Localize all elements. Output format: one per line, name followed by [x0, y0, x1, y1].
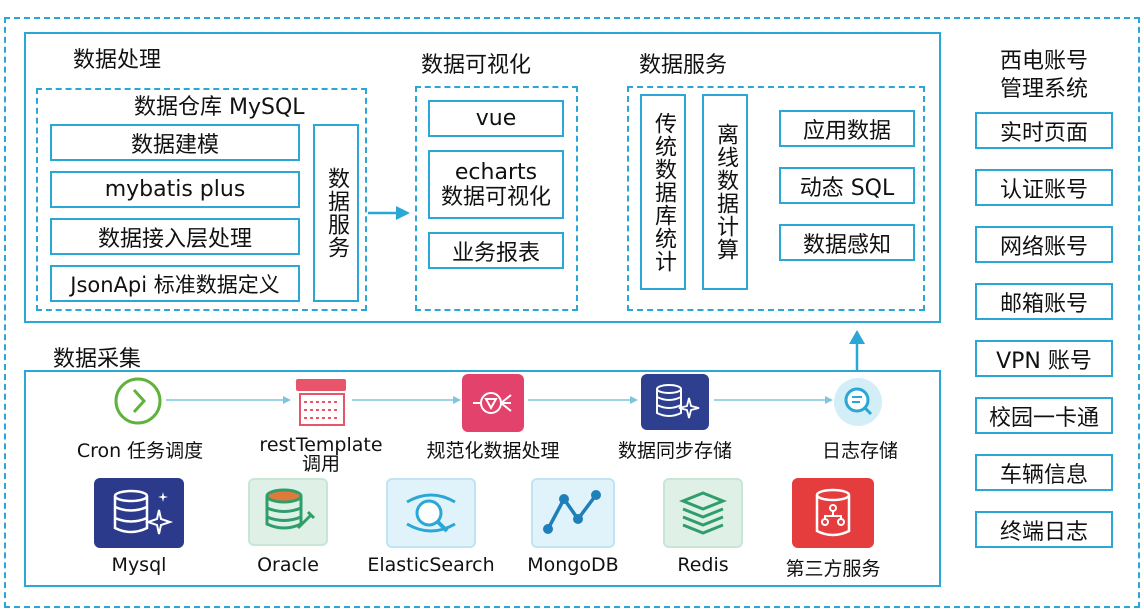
- redis-icon: [663, 478, 743, 548]
- sidebar-item-terminal-log: 终端日志: [975, 511, 1113, 548]
- sidebar-item-network: 网络账号: [975, 226, 1113, 263]
- flow-label-log: 日志存储: [821, 440, 898, 462]
- services-title: 数据服务: [639, 53, 728, 78]
- source-label-mongodb: MongoDB: [527, 554, 619, 576]
- warehouse-item-mybatis: mybatis plus: [50, 171, 300, 208]
- processing-title: 数据处理: [73, 48, 162, 73]
- database-sync-icon: [641, 374, 709, 430]
- services-item-dynamic-sql: 动态 SQL: [779, 167, 915, 204]
- data-service-vertical-label: 数据服务: [324, 167, 349, 259]
- log-search-icon: [831, 376, 885, 428]
- traditional-db-stats-label: 传统数据库统计: [651, 111, 676, 273]
- arrow-right-icon: [368, 206, 410, 220]
- warehouse-item-jsonapi: JsonApi 标准数据定义: [50, 265, 300, 302]
- flow-label-cron: Cron 任务调度: [76, 440, 204, 462]
- normalize-data-icon: [462, 374, 524, 432]
- source-label-third-party: 第三方服务: [785, 558, 881, 580]
- data-service-vertical-box: 数据服务: [313, 124, 359, 302]
- arrow-up-icon: [849, 330, 865, 370]
- services-group: [627, 86, 925, 311]
- mysql-database-icon: [94, 478, 184, 548]
- outer-frame: [4, 17, 1140, 608]
- source-label-oracle: Oracle: [257, 554, 319, 576]
- collection-title: 数据采集: [53, 347, 142, 372]
- source-label-redis: Redis: [677, 554, 729, 576]
- flow-label-sync: 数据同步存储: [617, 440, 732, 462]
- sidebar-item-mail: 邮箱账号: [975, 283, 1113, 320]
- source-label-mysql: Mysql: [111, 554, 167, 576]
- mongodb-icon: [531, 478, 615, 548]
- services-item-app-data: 应用数据: [779, 110, 915, 147]
- services-item-data-sense: 数据感知: [779, 224, 915, 261]
- warehouse-item-access-layer: 数据接入层处理: [50, 218, 300, 255]
- visualization-item-vue: vue: [428, 100, 564, 137]
- sidebar-title: 西电账号 管理系统: [999, 49, 1088, 102]
- visualization-item-echarts: echarts 数据可视化: [428, 150, 564, 219]
- offline-compute-label: 离线数据计算: [713, 123, 738, 261]
- visualization-title: 数据可视化: [421, 53, 532, 78]
- flow-label-normalize: 规范化数据处理: [426, 440, 560, 462]
- sidebar-item-realtime: 实时页面: [975, 112, 1113, 149]
- flow-label-rest: restTemplate 调用: [259, 434, 383, 475]
- oracle-database-icon: [248, 478, 328, 546]
- warehouse-item-modeling: 数据建模: [50, 124, 300, 161]
- traditional-db-stats-box: 传统数据库统计: [640, 94, 686, 290]
- third-party-service-icon: [792, 478, 874, 548]
- rest-call-icon: [292, 375, 350, 429]
- visualization-item-report: 业务报表: [428, 232, 564, 269]
- sidebar-item-vpn: VPN 账号: [975, 340, 1113, 377]
- sidebar-item-auth: 认证账号: [975, 169, 1113, 206]
- offline-compute-box: 离线数据计算: [702, 94, 748, 290]
- source-label-elasticsearch: ElasticSearch: [367, 554, 495, 576]
- warehouse-title: 数据仓库 MySQL: [134, 95, 305, 120]
- sidebar-item-vehicle: 车辆信息: [975, 454, 1113, 491]
- visualization-group: [415, 86, 578, 311]
- clock-circle-icon: [112, 375, 164, 427]
- sidebar-item-campus-card: 校园一卡通: [975, 397, 1113, 434]
- elasticsearch-icon: [386, 478, 476, 548]
- warehouse-group: [36, 88, 367, 311]
